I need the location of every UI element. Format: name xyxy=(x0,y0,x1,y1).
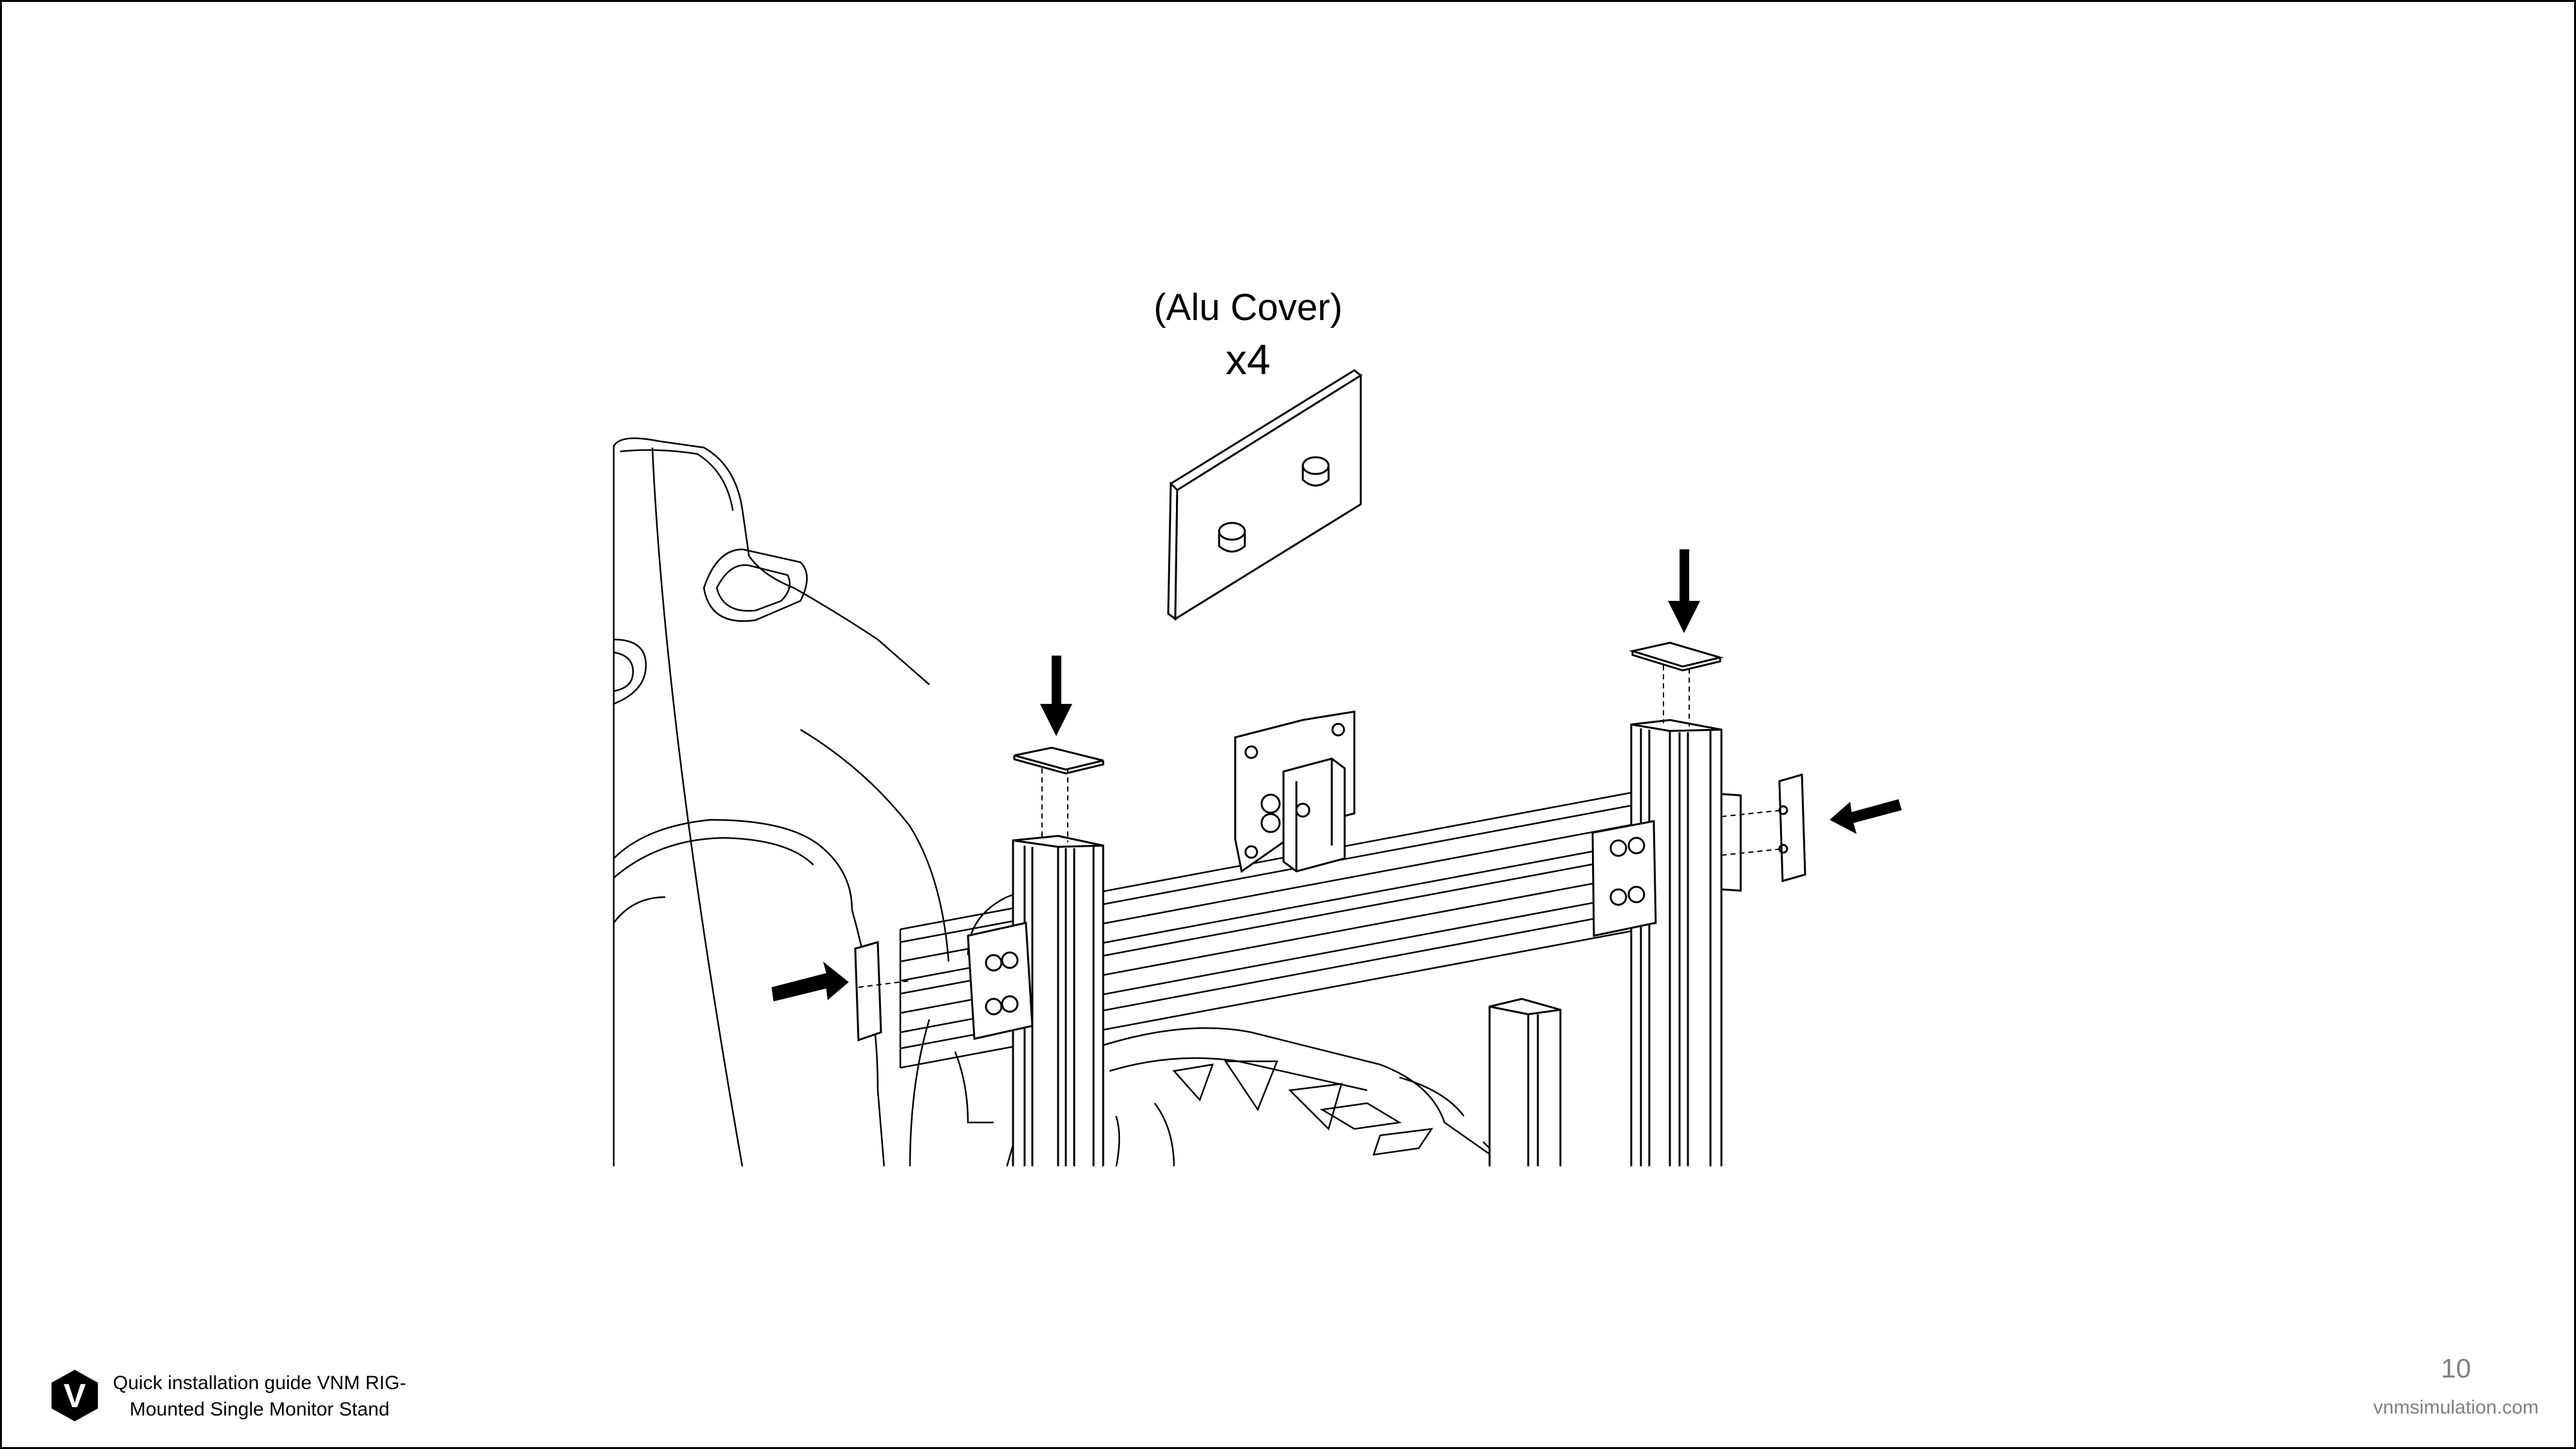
base-frame xyxy=(1103,1027,1536,1168)
arrow-down-icon xyxy=(1668,549,1700,633)
vnm-shield-logo-icon: V xyxy=(52,1370,98,1421)
arrow-down-icon xyxy=(1040,656,1072,736)
logo-letter: V xyxy=(64,1378,86,1415)
left-side-cover xyxy=(854,941,911,1042)
part-caption: (Alu Cover) x4 xyxy=(1084,282,1412,385)
assembly-drawing xyxy=(607,369,1908,1168)
right-top-cover xyxy=(1629,641,1724,672)
alu-cover-plate xyxy=(1167,369,1363,621)
part-quantity-label: x4 xyxy=(1226,336,1271,383)
left-corner-bracket xyxy=(967,922,1034,1040)
website-url: vnmsimulation.com xyxy=(2373,1397,2539,1418)
part-name-label: (Alu Cover) xyxy=(1153,287,1343,328)
rear-small-upright xyxy=(1488,998,1562,1168)
arrow-left-icon xyxy=(1830,799,1902,834)
guide-title: Quick installation guide VNM RIG- Mounte… xyxy=(113,1372,406,1420)
vesa-monitor-mount xyxy=(1234,710,1356,873)
left-upright-profile xyxy=(1012,768,1104,1168)
vnm-logo: V xyxy=(50,1368,99,1423)
assembly-diagram xyxy=(607,279,1908,1168)
left-top-cover xyxy=(1013,746,1104,775)
right-corner-bracket xyxy=(1591,820,1657,937)
page-number: 10 xyxy=(2441,1353,2471,1383)
cover-stud-right xyxy=(1302,456,1330,487)
cover-stud-left xyxy=(1218,522,1246,553)
right-end-cover xyxy=(1721,773,1806,892)
arrow-right-icon xyxy=(772,961,849,1001)
